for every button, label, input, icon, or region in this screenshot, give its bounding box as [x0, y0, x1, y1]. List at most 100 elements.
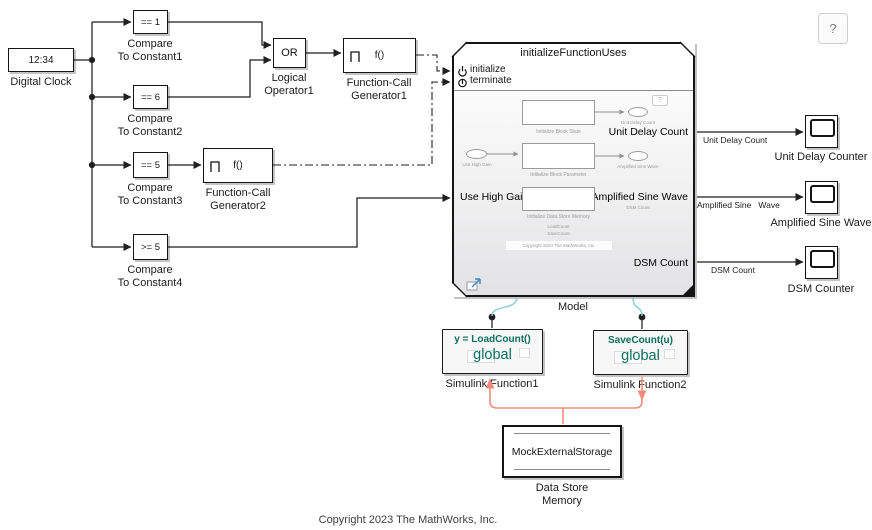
function-call-generator1-block[interactable]: f() [343, 38, 416, 73]
digital-clock-label: Digital Clock [10, 76, 72, 88]
preview-block-dsm-label: Initialize Data Store Memory [527, 214, 590, 220]
compare3-value: == 5 [140, 159, 161, 171]
fcg2-label: Function-Call Generator2 [178, 187, 298, 214]
preview-oval-unit-delay [628, 107, 648, 117]
preview-fn1-label: LoadCount [547, 224, 570, 229]
scope3-label: DSM Counter [787, 283, 855, 295]
model-label: Model [558, 301, 588, 313]
model-preview[interactable]: ? Initialize Block State Unit Delay Coun… [454, 91, 693, 295]
preview-oval-use-high-gain [466, 149, 487, 159]
preview-oval-use-high-gain-label: Use High Gain [462, 162, 492, 167]
fcg1-label: Function-Call Generator1 [319, 77, 439, 104]
data-store-label-line1: Data Store [535, 482, 589, 494]
scope1-label: Unit Delay Counter [774, 151, 868, 163]
help-button[interactable]: ? [818, 13, 848, 44]
scope-screen-icon [810, 119, 835, 137]
sf1-signature: y = LoadCount() [454, 334, 531, 345]
fcg1-label-line2: Generator1 [351, 90, 407, 103]
compare3-label: Compare To Constant3 [90, 182, 210, 209]
compare4-label: Compare To Constant4 [90, 264, 210, 291]
fcg1-value: f() [374, 50, 385, 61]
compare1-value: == 1 [140, 16, 161, 28]
simulink-function1-block[interactable]: y = LoadCount() global [442, 329, 543, 374]
model-port-out2-label: Amplified Sine Wave [591, 191, 688, 203]
preview-block-state-label: Initialize Block State [536, 129, 581, 135]
fcg2-value: f() [233, 160, 243, 171]
compare-to-constant2-block[interactable]: == 6 [133, 85, 168, 109]
dsm-value: MockExternalStorage [511, 445, 613, 458]
digital-clock-block[interactable]: 12:34 [8, 48, 74, 72]
logical-operator-block[interactable]: OR [273, 38, 306, 68]
data-store-label-line2: Memory [542, 495, 582, 508]
signal-dsm-count: DSM Count [711, 265, 755, 275]
scope-screen-icon [810, 185, 835, 203]
compare1-label-line1: Compare [127, 38, 173, 50]
preview-fn2-label: SaveCount [547, 231, 570, 236]
preview-oval-amplified [628, 151, 648, 161]
compare4-value: >= 5 [140, 241, 161, 253]
compare2-label-line2: To Constant2 [117, 126, 183, 139]
simulink-function2-block[interactable]: SaveCount(u) global [593, 330, 688, 375]
canvas-copyright: Copyright 2023 The MathWorks, Inc. [318, 514, 498, 526]
initialize-icon [458, 66, 467, 77]
compare3-label-line1: Compare [127, 182, 173, 194]
compare2-label-line1: Compare [127, 113, 173, 125]
preview-block-param-label: Initialize Block Parameter [530, 172, 587, 178]
model-port-out3-label: DSM Count [633, 257, 688, 269]
preview-copyright: Copyright 2023 The MathWorks, Inc. [506, 241, 612, 250]
compare2-label: Compare To Constant2 [90, 113, 210, 140]
signal-unit-delay-count: Unit Delay Count [703, 135, 768, 145]
scope-dsm-counter[interactable] [805, 246, 838, 279]
sf2-scope: global [621, 348, 660, 364]
pulse-icon [210, 161, 220, 172]
ghost-port-icon [664, 349, 675, 359]
sf1-scope: global [473, 347, 512, 363]
compare2-value: == 6 [140, 91, 161, 103]
model-header-divider [454, 90, 693, 91]
preview-initialize-block-state [522, 100, 595, 125]
model-port-in-label: Use High Gain [460, 191, 529, 203]
function-call-generator2-block[interactable]: f() [203, 148, 273, 183]
sf1-label: Simulink Function1 [445, 378, 539, 390]
fcg2-label-line1: Function-Call [205, 187, 271, 199]
compare1-label-line2: To Constant1 [117, 51, 183, 64]
preview-help-badge: ? [652, 95, 668, 106]
open-model-icon[interactable] [466, 277, 484, 292]
compare4-label-line2: To Constant4 [117, 277, 183, 290]
model-title: initializeFunctionUses [520, 47, 627, 59]
compare-to-constant4-block[interactable]: >= 5 [133, 234, 168, 260]
compare4-label-line1: Compare [127, 264, 173, 276]
dsm-bottom-line [514, 469, 610, 470]
preview-oval-unit-delay-label: Unit Delay Count [620, 120, 656, 125]
compare1-label: Compare To Constant1 [90, 38, 210, 65]
preview-initialize-dsm [522, 187, 595, 211]
model-port-out1-label: Unit Delay Count [608, 126, 688, 138]
logical-operator-value: OR [281, 47, 298, 59]
data-store-memory-block[interactable]: MockExternalStorage [502, 425, 622, 478]
model-port-terminate: terminate [470, 75, 512, 86]
data-store-label: Data Store Memory [502, 482, 622, 509]
signal-amplified-sine-wave: Amplified Sine Wave [697, 200, 780, 210]
preview-oval-dsm-label: DSM Count [626, 205, 650, 210]
fcg2-label-line2: Generator2 [210, 200, 266, 213]
scope2-label: Amplified Sine Wave [770, 217, 872, 229]
terminate-icon [458, 78, 467, 88]
compare-to-constant1-block[interactable]: == 1 [133, 10, 168, 34]
logical-operator-label-line1: Logical [271, 72, 307, 84]
preview-initialize-block-parameter [522, 143, 595, 169]
model-port-initialize: initialize [470, 64, 506, 75]
ghost-subsystem-icon [467, 350, 495, 363]
model-block[interactable]: initializeFunctionUses initialize termin… [452, 42, 695, 297]
preview-oval-amplified-label: Amplified Sine Wave [617, 164, 659, 169]
fcg1-label-line1: Function-Call [346, 77, 412, 89]
ghost-port-icon [519, 348, 530, 358]
scope-screen-icon [810, 250, 835, 268]
compare3-label-line2: To Constant3 [117, 195, 183, 208]
pulse-icon [350, 51, 360, 62]
compare-to-constant3-block[interactable]: == 5 [133, 152, 168, 178]
scope-unit-delay-counter[interactable] [805, 115, 838, 148]
dsm-top-line [514, 433, 610, 434]
scope-amplified-sine-wave[interactable] [805, 181, 838, 214]
sf2-label: Simulink Function2 [593, 379, 687, 391]
